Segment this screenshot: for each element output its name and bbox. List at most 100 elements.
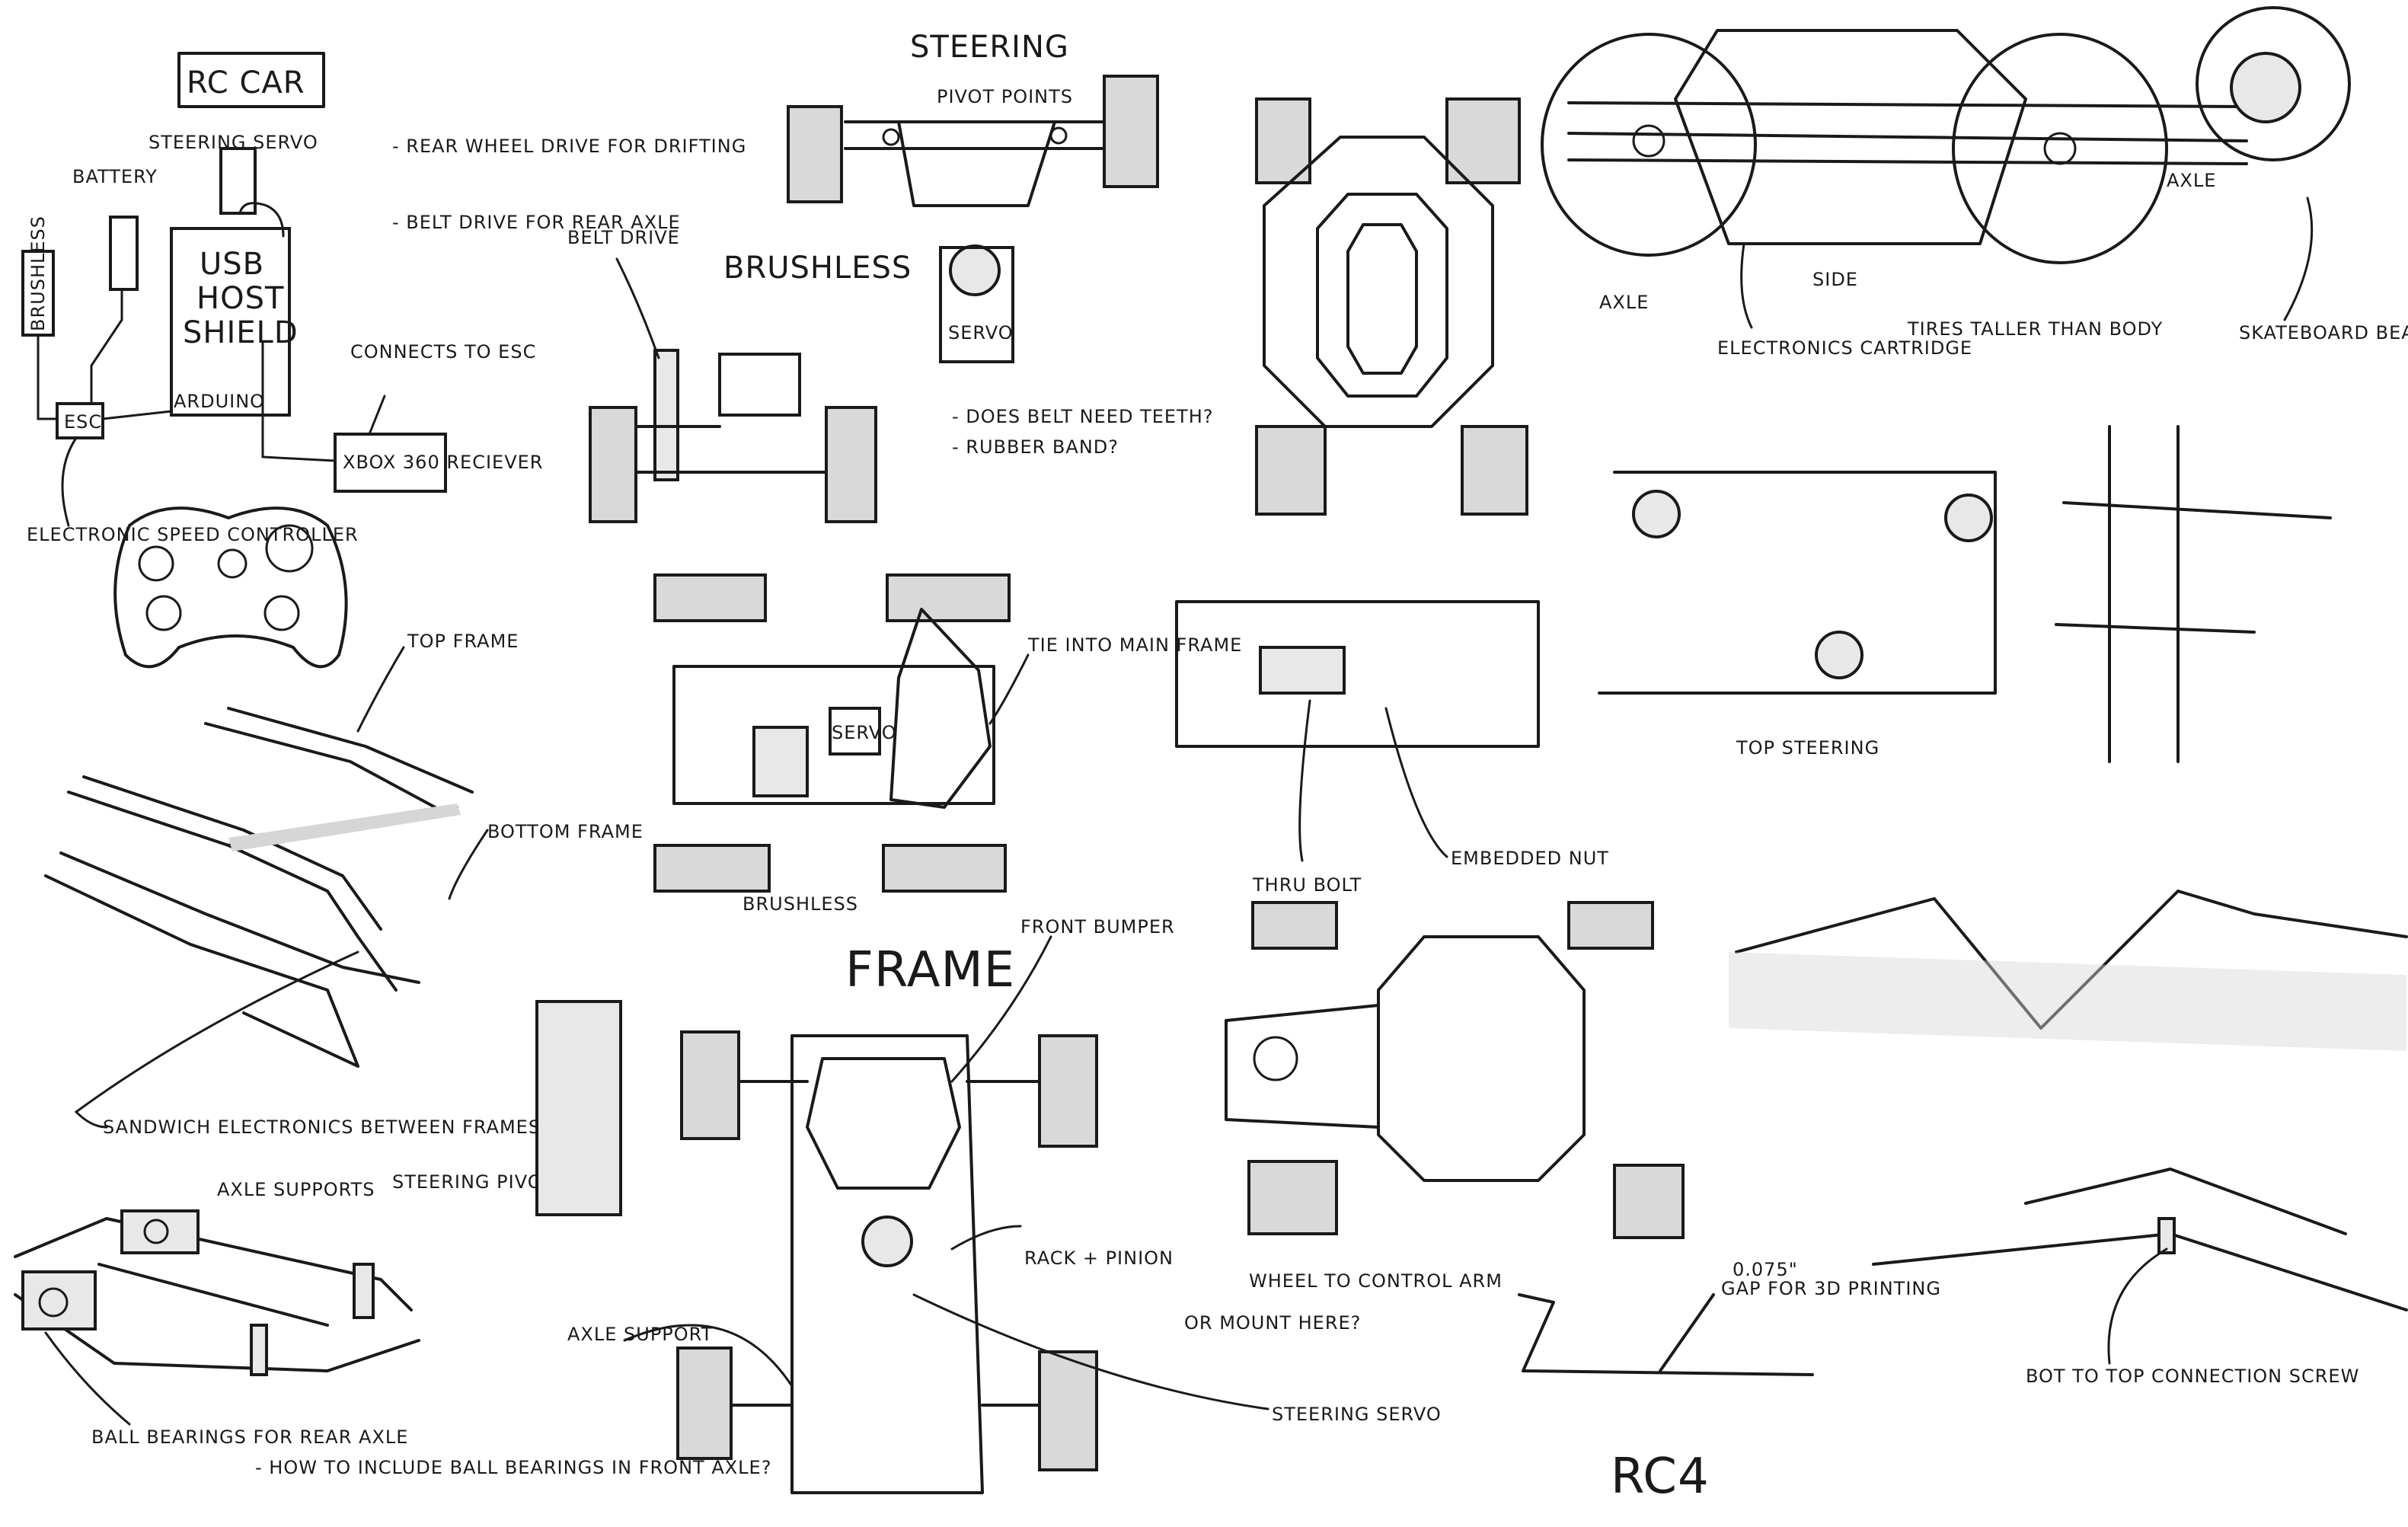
layout-sketch: SERVO BRUSHLESS TIE INTO MAIN FRAME: [653, 573, 1241, 915]
belt-drive-leader: [615, 257, 660, 359]
side-wheel-right: [1952, 33, 2168, 264]
project-title: RC4: [1611, 1449, 1710, 1505]
usb-host-line1: USB: [200, 247, 264, 282]
ball-bearing-block: [21, 1270, 97, 1331]
side-body: [1674, 29, 2027, 245]
thru-bolt-label: THRU BOLT: [1252, 874, 1362, 896]
connection-screw-leader: [2107, 1247, 2168, 1365]
axle-rail: [97, 1263, 329, 1327]
steering-servo-label: STEERING SERVO: [149, 132, 318, 153]
top-steering-hole-right: [1944, 494, 1993, 542]
frame-title: FRAME: [845, 942, 1015, 998]
brushless-motor-label: BRUSHLESS: [27, 216, 49, 331]
top-view-tire-rr: [1461, 425, 1528, 516]
front-bumper-leader: [950, 935, 1052, 1083]
belt-brushless-label: BRUSHLESS: [723, 251, 912, 286]
axle-support-block: [120, 1209, 200, 1254]
side-rails: [1567, 101, 2248, 165]
arduino-label: ARDUINO: [174, 391, 265, 412]
controller-left-stick: [138, 545, 174, 582]
front-axle-question-label: - HOW TO INCLUDE BALL BEARINGS IN FRONT …: [255, 1457, 771, 1478]
pivot-points-label: PIVOT POINTS: [937, 86, 1073, 107]
side-wheel-left: [1541, 33, 1757, 257]
usb-host-line2: HOST: [196, 281, 284, 316]
wheel-to-arm-label: WHEEL TO CONTROL ARM: [1249, 1270, 1503, 1292]
top-view-chassis: [1255, 97, 1528, 516]
arm-pivot-circle: [1253, 1036, 1298, 1081]
connection-hatch-band: [1729, 952, 2406, 1051]
rc-car-title: RC CAR: [187, 65, 305, 101]
belt-drive-sketch: BELT DRIVE BRUSHLESS: [567, 227, 912, 523]
esc-box: [56, 402, 104, 439]
frame-steering-servo-label: STEERING SERVO: [1272, 1404, 1442, 1425]
side-label: SIDE: [1812, 269, 1858, 290]
top-frame-leader: [356, 646, 405, 733]
layout-frame: [672, 665, 995, 805]
connection-top-rail: [1735, 890, 2408, 1030]
axle-plate-top: [14, 1217, 413, 1311]
axle-support-hole: [143, 1219, 169, 1244]
note-belt-drive-rear: - BELT DRIVE FOR REAR AXLE: [392, 212, 681, 233]
frame-front-hex: [806, 1057, 961, 1190]
xbox-controller-outline: [113, 506, 348, 669]
connects-leader: [368, 395, 386, 436]
bottom-frame-line2: [59, 851, 420, 984]
connection-screw-label: BOT TO TOP CONNECTION SCREW: [2026, 1366, 2359, 1387]
gap-value-label: 0.075": [1733, 1259, 1798, 1280]
skateboard-leader: [2283, 196, 2314, 321]
top-steering-sketch: TOP STEERING EMBEDDED NUT THRU BOLT: [1175, 425, 2332, 896]
side-view-sketch: AXLE AXLE SIDE ELECTRONICS CARTRIDGE TIR…: [1541, 6, 2408, 359]
note-belt-teeth: - DOES BELT NEED TEETH?: [952, 406, 1214, 427]
layout-servo-label: SERVO: [832, 722, 897, 743]
steering-servo-box: [939, 246, 1014, 363]
arduino-board: [170, 227, 291, 417]
or-mount-here-label: OR MOUNT HERE?: [1184, 1312, 1361, 1334]
motor-wire: [37, 334, 59, 420]
frame-tire-rl: [676, 1347, 733, 1460]
top-steering-hole-center: [1815, 631, 1863, 679]
skateboard-bearings-label: SKATEBOARD BEARINGS MOUNTED IN WHEELS: [2239, 322, 2408, 343]
axle-right-label: AXLE: [2167, 170, 2216, 191]
embedded-nut: [1259, 646, 1346, 695]
frame-shading: [228, 803, 461, 851]
drive-left-wheel: [589, 406, 637, 523]
top-steering-hole-left: [1632, 490, 1681, 538]
front-pivot-pin: [250, 1324, 268, 1376]
skateboard-bearing: [2230, 52, 2301, 123]
arm-tire-tl: [1251, 901, 1338, 950]
embedded-nut-leader: [1384, 707, 1448, 858]
top-view-inner-hex: [1316, 193, 1448, 398]
embedded-nut-label: EMBEDDED NUT: [1451, 848, 1609, 869]
arm-tire-tr: [1567, 901, 1654, 950]
top-view-outer-hex: [1263, 136, 1494, 428]
arm-front-section: [1225, 1004, 1380, 1129]
servo-wire: [238, 202, 285, 238]
steering-servo-label: SERVO: [948, 322, 1014, 343]
frame-axles: [730, 1080, 1041, 1407]
controller-face-buttons: [265, 524, 314, 573]
usb-host-line3: SHIELD: [183, 315, 299, 350]
esc-arduino-wire: [101, 410, 173, 420]
ball-bearings-label: BALL BEARINGS FOR REAR AXLE: [91, 1426, 408, 1448]
rack-pinion-label: RACK + PINION: [1024, 1247, 1174, 1269]
steering-right-wheel: [1103, 75, 1159, 188]
tires-taller-label: TIRES TALLER THAN BODY: [1907, 318, 2163, 340]
frame-chassis: [790, 1034, 984, 1494]
frames-sketch: TOP FRAME BOTTOM FRAME SANDWICH ELECTRON…: [44, 631, 643, 1138]
layout-brushless-motor: [752, 726, 809, 797]
side-wheel-detail: [2196, 6, 2351, 161]
front-bumper-label: FRONT BUMPER: [1020, 916, 1175, 938]
rc-car-title-box: [177, 52, 325, 108]
connection-lower-frame: [1872, 1168, 2408, 1311]
steering-left-wheel: [787, 105, 843, 203]
note-rubber-band: - RUBBER BAND?: [952, 436, 1119, 458]
xbox-receiver-box: [334, 433, 447, 493]
frame-line2: [82, 775, 382, 931]
layout-tire-tr: [886, 573, 1011, 622]
rack-pinion-leader: [950, 1225, 1022, 1251]
steering-linkage: [897, 120, 1056, 207]
frame-tire-fr: [1038, 1034, 1098, 1148]
esc-label: ESC: [64, 411, 102, 433]
connection-screw: [2157, 1217, 2176, 1254]
